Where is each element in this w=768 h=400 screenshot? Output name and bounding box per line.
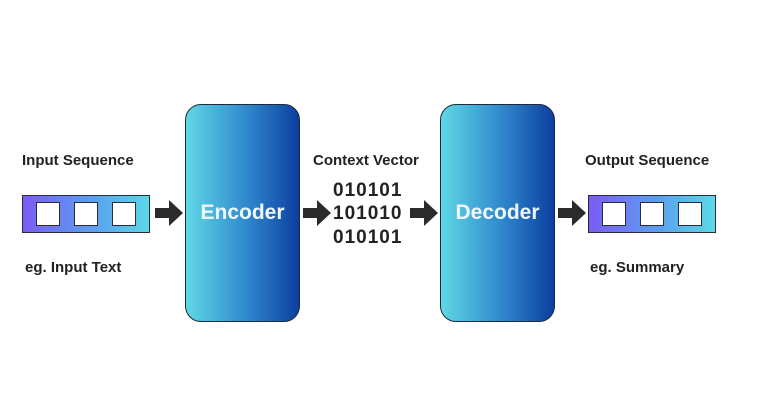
input-sequence-bar xyxy=(22,195,150,233)
decoder-label: Decoder xyxy=(455,201,540,224)
arrow-right-icon xyxy=(155,200,183,226)
output-token-cell xyxy=(640,202,664,226)
arrow-right-icon xyxy=(303,200,331,226)
arrow-right-icon xyxy=(558,200,586,226)
input-token-cell xyxy=(112,202,136,226)
input-example: eg. Input Text xyxy=(25,259,122,276)
input-sequence-title: Input Sequence xyxy=(22,152,134,169)
encoder-label: Encoder xyxy=(200,201,285,224)
context-vector-line: 101010 xyxy=(333,203,403,224)
context-vector-line: 010101 xyxy=(333,180,403,201)
context-vector-line: 010101 xyxy=(333,227,403,248)
encoder-block: Encoder xyxy=(185,104,300,322)
input-token-cell xyxy=(36,202,60,226)
output-sequence-title: Output Sequence xyxy=(585,152,710,169)
output-token-cell xyxy=(602,202,626,226)
output-sequence-bar xyxy=(588,195,716,233)
arrow-right-icon xyxy=(410,200,438,226)
output-example: eg. Summary xyxy=(590,259,685,276)
input-token-cell xyxy=(74,202,98,226)
decoder-block: Decoder xyxy=(440,104,555,322)
context-vector-title: Context Vector xyxy=(313,152,419,169)
output-token-cell xyxy=(678,202,702,226)
